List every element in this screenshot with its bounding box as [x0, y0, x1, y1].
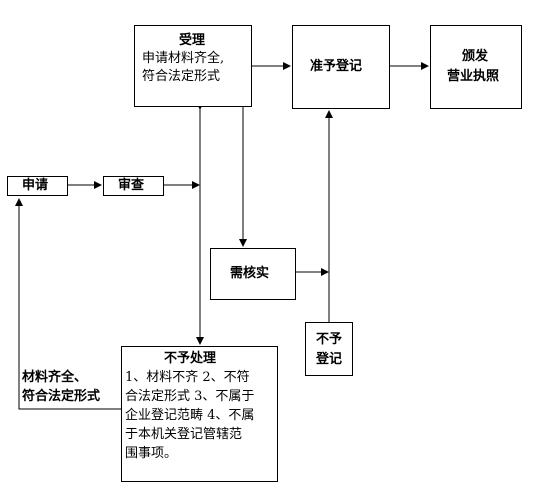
- node-accept: 受理 申请材料齐全, 符合法定形式: [134, 25, 252, 107]
- node-reject-line1: 1、材料不齐 2、不符: [125, 370, 250, 385]
- node-issue-line1: 颁发: [462, 49, 489, 64]
- node-apply-label: 申请: [22, 178, 49, 193]
- node-reject-line5: 围事项。: [125, 446, 178, 461]
- node-accept-title: 受理: [179, 33, 206, 48]
- node-reject-line2: 合法定形式 3、不属于: [125, 389, 255, 404]
- node-reject-line3: 企业登记范畴 4、不属: [125, 408, 255, 423]
- edge-label-complete-line2: 符合法定形式: [22, 388, 101, 405]
- node-issue-line2: 营业执照: [447, 69, 500, 84]
- edge-reject-to-apply: [15, 198, 121, 410]
- node-deny: 不予 登记: [305, 322, 353, 376]
- node-apply: 申请: [7, 176, 68, 196]
- node-approve: 准予登记: [292, 25, 390, 109]
- node-accept-line2: 符合法定形式: [142, 69, 221, 84]
- node-reject: 不予处理 1、材料不齐 2、不符 合法定形式 3、不属于 企业登记范畴 4、不属…: [121, 346, 278, 482]
- node-reject-title: 不予处理: [164, 351, 217, 366]
- node-reject-line4: 于本机关登记管辖范: [125, 427, 243, 442]
- node-verify: 需核实: [210, 248, 296, 300]
- node-review-label: 审查: [118, 178, 145, 193]
- node-review: 审查: [103, 176, 164, 196]
- node-approve-label: 准予登记: [310, 59, 363, 74]
- node-deny-line2: 登记: [316, 352, 343, 367]
- node-issue: 颁发 营业执照: [430, 25, 522, 109]
- node-deny-line1: 不予: [316, 332, 343, 347]
- node-verify-label: 需核实: [230, 266, 270, 281]
- edge-label-complete-line1: 材料齐全、: [22, 370, 88, 385]
- node-accept-line1: 申请材料齐全,: [142, 51, 225, 66]
